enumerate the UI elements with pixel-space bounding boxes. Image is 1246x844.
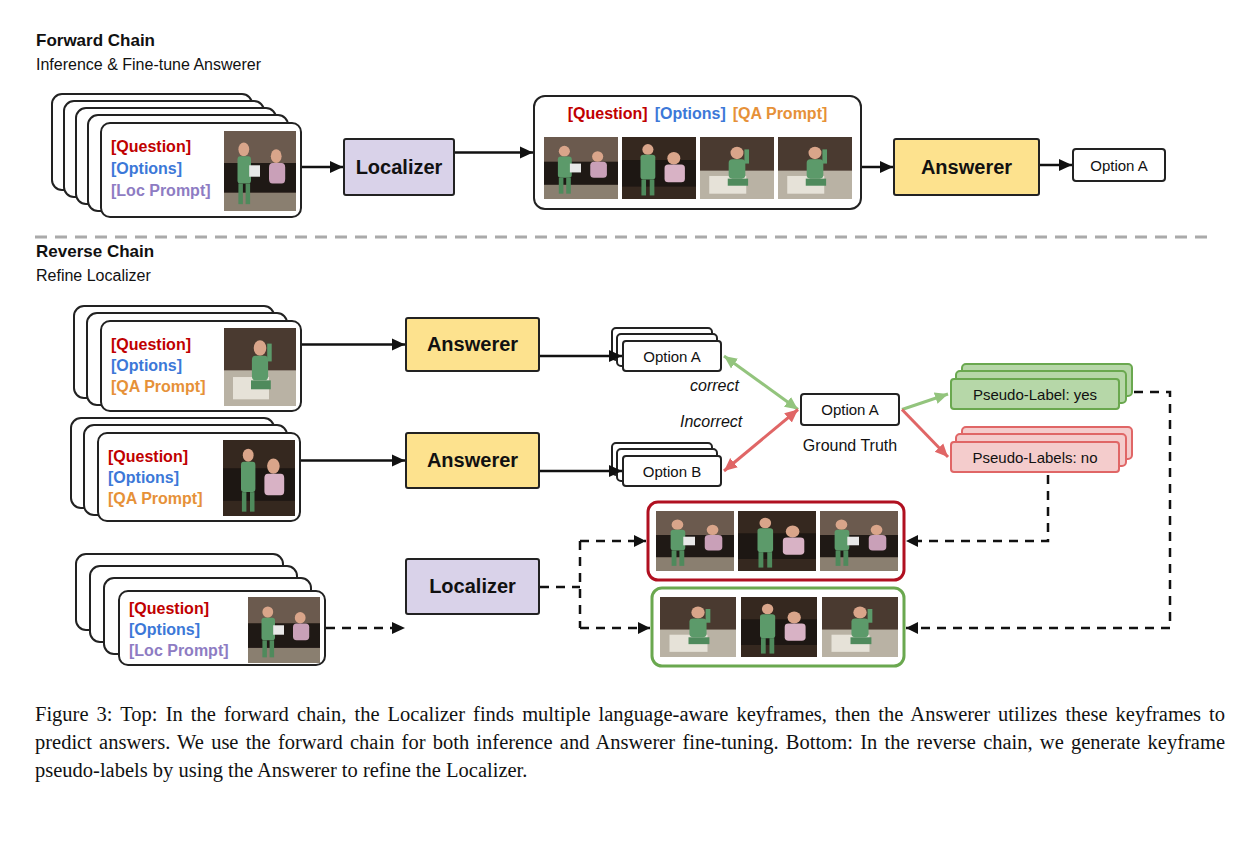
localizer-box: Localizer xyxy=(405,558,540,615)
flow-arrow xyxy=(862,166,893,169)
tag-text: Option A xyxy=(1090,157,1148,174)
dashed-paths xyxy=(540,392,1170,628)
keyframe-image xyxy=(622,137,696,199)
pseudo-label-tag: Pseudo-Labels: no xyxy=(950,441,1120,473)
video-frame xyxy=(656,511,734,571)
video-frame xyxy=(248,597,320,663)
dashed-arrow xyxy=(580,540,646,543)
localizer-box: Localizer xyxy=(343,138,455,196)
prompt-field: [Options] xyxy=(111,355,206,376)
prompt-field: [Options] xyxy=(129,619,229,640)
edge-label: Incorrect xyxy=(678,413,744,431)
video-frame xyxy=(822,597,898,657)
prompt-field: [Question] xyxy=(111,136,211,158)
flow-arrow xyxy=(455,151,533,154)
module-name: Answerer xyxy=(921,156,1012,179)
input-card: [Question][Options][QA Prompt] xyxy=(100,320,302,412)
prompt-field: [QA Prompt] xyxy=(111,376,206,397)
video-frame xyxy=(741,597,817,657)
tag-text: Option B xyxy=(643,463,701,480)
video-thumbnail xyxy=(223,440,295,516)
module-name: Localizer xyxy=(429,575,516,598)
module-name: Answerer xyxy=(427,449,518,472)
video-frame xyxy=(544,137,618,199)
rejected-keyframes-box xyxy=(648,502,904,580)
dashed-arrow xyxy=(906,475,1048,541)
annotation: Refine Localizer xyxy=(36,267,151,285)
module-name: Localizer xyxy=(356,156,443,179)
answer-tag: Option A xyxy=(622,340,722,372)
prompt-field: [QA Prompt] xyxy=(108,488,203,509)
video-thumbnail xyxy=(248,597,320,663)
keyframe-image xyxy=(544,137,618,199)
flow-arrow xyxy=(902,410,948,458)
dashed-line xyxy=(579,541,582,628)
video-frame xyxy=(223,440,295,516)
video-frame xyxy=(820,511,898,571)
section-heading: Forward Chain xyxy=(36,31,155,51)
flow-arrow xyxy=(301,459,405,462)
flow-arrow xyxy=(540,470,622,473)
prompt-field: [Options] xyxy=(108,467,203,488)
video-frame xyxy=(778,137,852,199)
module-name: Answerer xyxy=(427,333,518,356)
answer-tag: Option B xyxy=(622,455,722,487)
flow-arrow xyxy=(302,343,405,346)
dashed-arrow xyxy=(326,627,405,630)
stack-layers xyxy=(52,94,717,654)
tag-text: Option A xyxy=(821,401,879,418)
answerer-box: Answerer xyxy=(405,432,540,489)
figure-caption: Figure 3: Top: In the forward chain, the… xyxy=(35,700,1225,784)
video-frame xyxy=(660,597,736,657)
flow-arrow xyxy=(540,355,622,358)
input-card: [Question][Options][Loc Prompt] xyxy=(118,590,326,666)
prompt-field: [Loc Prompt] xyxy=(111,180,211,202)
pseudo-label-tag: Pseudo-Label: yes xyxy=(950,378,1120,410)
prompt-field: [Options] xyxy=(111,158,211,180)
answerer-box: Answerer xyxy=(893,138,1040,196)
prompt-field: [Question] xyxy=(129,598,229,619)
prompt-field: [Question] xyxy=(568,105,648,123)
tag-text: Pseudo-Label: yes xyxy=(973,386,1097,403)
edge-label: correct xyxy=(688,377,741,395)
video-thumbnail xyxy=(224,131,296,211)
dashed-line xyxy=(540,586,580,589)
ground-truth-tag: Option A xyxy=(800,393,900,426)
input-card: [Question][Options][Loc Prompt] xyxy=(100,122,302,218)
keyframes-box: [Question] [Options] [QA Prompt] xyxy=(533,95,862,210)
selected-keyframes-box xyxy=(652,588,904,666)
prompt-field: [Options] xyxy=(655,105,726,123)
keyframe-image xyxy=(700,137,774,199)
answerer-box: Answerer xyxy=(405,317,540,372)
prompt-field: [Question] xyxy=(111,334,206,355)
flow-arrow xyxy=(902,394,948,410)
video-thumbnail xyxy=(224,328,296,406)
annotation: Ground Truth xyxy=(803,437,897,455)
answer-tag: Option A xyxy=(1072,148,1166,182)
video-frame xyxy=(224,328,296,406)
tag-text: Option A xyxy=(643,348,701,365)
video-frame xyxy=(622,137,696,199)
annotation: Inference & Fine-tune Answerer xyxy=(36,56,261,74)
tag-text: Pseudo-Labels: no xyxy=(972,449,1097,466)
video-frame xyxy=(700,137,774,199)
keyframe-image xyxy=(778,137,852,199)
prompt-field: [Loc Prompt] xyxy=(129,640,229,661)
prompt-field: [Question] xyxy=(108,446,203,467)
flow-arrow xyxy=(302,166,343,169)
video-frame xyxy=(224,131,296,211)
dashed-arrow xyxy=(580,627,650,630)
dashed-arrow xyxy=(906,392,1170,628)
video-frame xyxy=(738,511,816,571)
section-divider xyxy=(35,236,1215,239)
prompt-field: [QA Prompt] xyxy=(733,105,828,123)
section-heading: Reverse Chain xyxy=(36,242,154,262)
input-card: [Question][Options][QA Prompt] xyxy=(97,432,301,522)
flow-arrow xyxy=(1040,164,1072,167)
